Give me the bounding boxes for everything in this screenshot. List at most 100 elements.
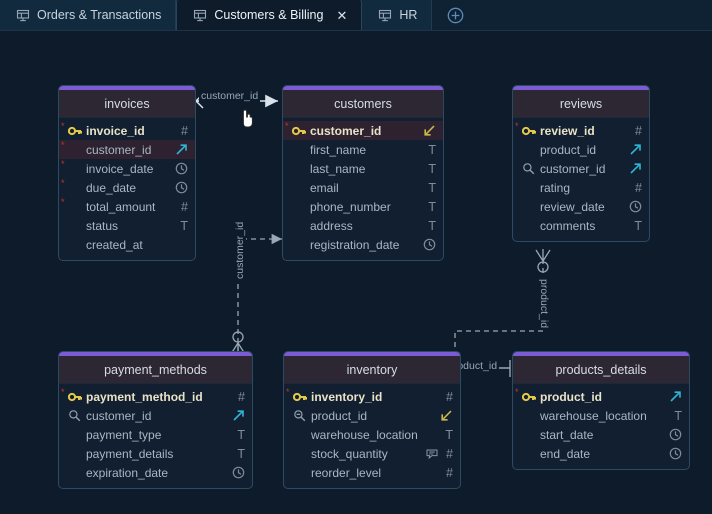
column-name: comments	[540, 218, 596, 233]
column-name: customer_id	[86, 142, 152, 157]
table-column[interactable]: customer_id	[59, 406, 252, 425]
table-node-invoices[interactable]: invoices*invoice_id#*customer_id*invoice…	[58, 85, 196, 261]
table-column[interactable]: customer_id	[513, 159, 649, 178]
column-name: payment_details	[86, 446, 174, 461]
column-name: expiration_date	[86, 465, 169, 480]
table-column[interactable]: *review_id#	[513, 121, 649, 140]
diagram-canvas[interactable]: customer_id customer_id product_id produ…	[0, 31, 712, 514]
type-text-icon: T	[445, 427, 453, 442]
table-column[interactable]: last_name T	[283, 159, 443, 178]
table-column[interactable]: *invoice_id#	[59, 121, 195, 140]
column-name: last_name	[310, 161, 366, 176]
column-name: reorder_level	[311, 465, 382, 480]
table-column[interactable]: rating#	[513, 178, 649, 197]
type-datetime-icon	[175, 162, 188, 175]
column-name: address	[310, 218, 353, 233]
tab-customers-billing[interactable]: Customers & Billing✕	[176, 0, 363, 30]
table-column[interactable]: *customer_id	[283, 121, 443, 140]
primary-key-icon	[293, 391, 307, 403]
table-column[interactable]: *total_amount#	[59, 197, 195, 216]
fk-outgoing-icon	[629, 162, 642, 175]
type-datetime-icon	[423, 238, 436, 251]
table-column[interactable]: *payment_method_id#	[59, 387, 252, 406]
fk-outgoing-icon	[232, 409, 245, 422]
column-name: payment_type	[86, 427, 162, 442]
column-name: invoice_id	[86, 123, 145, 138]
table-column[interactable]: phone_number T	[283, 197, 443, 216]
type-datetime-icon	[232, 466, 245, 479]
required-marker: *	[61, 178, 65, 188]
table-column[interactable]: payment_type T	[59, 425, 252, 444]
table-column[interactable]: expiration_date	[59, 463, 252, 482]
index-icon	[68, 409, 81, 422]
table-column[interactable]: *due_date	[59, 178, 195, 197]
table-column[interactable]: end_date	[513, 444, 689, 463]
table-column[interactable]: start_date	[513, 425, 689, 444]
table-column[interactable]: first_name T	[283, 140, 443, 159]
table-column[interactable]: product_id	[513, 140, 649, 159]
column-name: phone_number	[310, 199, 391, 214]
column-name: first_name	[310, 142, 367, 157]
edge-reviews-inventory[interactable]	[449, 249, 551, 363]
table-node-payment_methods[interactable]: payment_methods*payment_method_id#custom…	[58, 351, 253, 489]
type-text-icon: T	[428, 199, 436, 214]
fk-outgoing-icon	[629, 143, 642, 156]
type-datetime-icon	[669, 428, 682, 441]
column-name: product_id	[311, 408, 368, 423]
tab-label: Orders & Transactions	[37, 8, 162, 22]
required-marker: *	[515, 387, 519, 397]
column-name: payment_method_id	[86, 389, 203, 404]
table-column[interactable]: warehouse_location T	[284, 425, 460, 444]
primary-key-icon	[292, 125, 306, 137]
table-column[interactable]: reorder_level #	[284, 463, 460, 482]
type-text-icon: T	[428, 142, 436, 157]
table-column[interactable]: *invoice_date	[59, 159, 195, 178]
table-column[interactable]: created_at	[59, 235, 195, 254]
edge-label-payment-methods-customers: customer_id	[234, 219, 246, 281]
column-name: total_amount	[86, 199, 156, 214]
table-column[interactable]: review_date	[513, 197, 649, 216]
add-tab-button[interactable]	[432, 0, 478, 30]
table-column[interactable]: * customer_id	[59, 140, 195, 159]
column-name: warehouse_location	[311, 427, 418, 442]
diagram-icon	[378, 8, 392, 22]
tab-hr[interactable]: HR	[362, 0, 433, 30]
type-text-icon: T	[428, 161, 436, 176]
table-column[interactable]: registration_date	[283, 235, 443, 254]
type-text-icon: T	[237, 427, 245, 442]
table-column[interactable]: product_id	[284, 406, 460, 425]
type-number-icon: #	[238, 389, 245, 404]
column-name: product_id	[540, 142, 597, 157]
type-datetime-icon	[629, 200, 642, 213]
type-number-icon: #	[181, 199, 188, 214]
column-name: customer_id	[540, 161, 606, 176]
type-number-icon: #	[635, 123, 642, 138]
table-accent-bar	[513, 86, 649, 90]
tab-orders-transactions[interactable]: Orders & Transactions	[0, 0, 177, 30]
type-text-icon: T	[428, 180, 436, 195]
index-icon	[522, 162, 535, 175]
close-icon[interactable]: ✕	[336, 7, 348, 23]
fk-outgoing-icon	[669, 390, 682, 403]
table-column[interactable]: *product_id	[513, 387, 689, 406]
type-number-icon: #	[635, 180, 642, 195]
diagram-icon	[193, 8, 207, 22]
comment-badge-icon	[426, 449, 438, 459]
table-columns: *review_id# product_id customer_id rating#r…	[513, 118, 649, 241]
table-column[interactable]: stock_quantity#	[284, 444, 460, 463]
required-marker: *	[61, 140, 65, 150]
type-number-icon: #	[446, 465, 453, 480]
table-column[interactable]: *inventory_id#	[284, 387, 460, 406]
